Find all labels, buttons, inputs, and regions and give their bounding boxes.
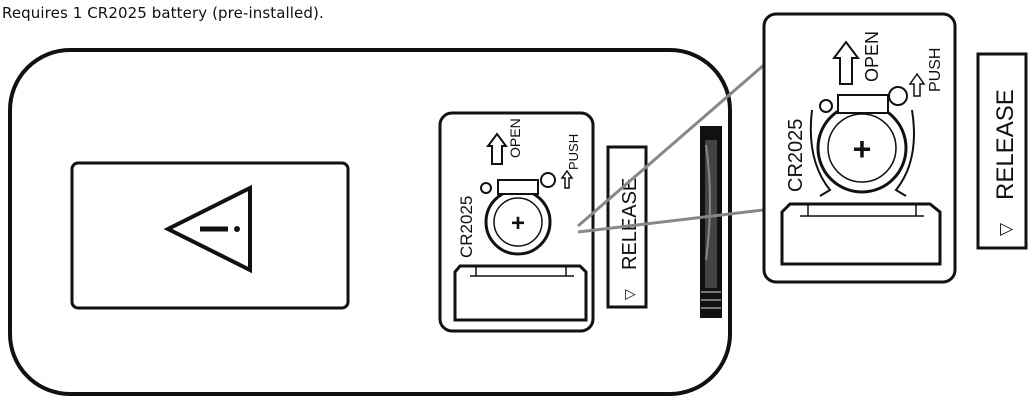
large-release-label: RELEASE ▽ <box>976 52 1028 250</box>
open-arrow-icon <box>486 132 508 165</box>
side-latch <box>700 126 722 318</box>
battery-label-large: CR2025 <box>785 119 807 192</box>
caption: Requires 1 CR2025 battery (pre-installed… <box>2 4 324 22</box>
push-arrow-icon-large <box>908 72 926 97</box>
open-label: OPEN <box>507 118 523 158</box>
push-label: PUSH <box>566 134 581 170</box>
release-label: RELEASE <box>619 178 641 270</box>
callout-line-top <box>577 56 773 228</box>
tray-tab <box>453 264 588 322</box>
release-arrow-icon: ▽ <box>622 289 638 300</box>
small-battery-panel: + CR2025 OPEN PUSH <box>438 111 595 333</box>
open-arrow-icon-large <box>832 40 860 85</box>
large-battery-panel: + CR2025 OPEN PUSH <box>762 12 957 284</box>
push-label-large: PUSH <box>927 48 944 92</box>
callout-line-bottom <box>577 206 781 234</box>
push-arrow-icon <box>560 169 574 189</box>
open-label-large: OPEN <box>862 31 882 82</box>
battery-plus-large: + <box>853 131 872 167</box>
tray-tab-large <box>780 202 942 266</box>
battery-label: CR2025 <box>457 196 476 258</box>
battery-plus: + <box>511 210 525 237</box>
release-arrow-icon-large: ▽ <box>996 222 1016 236</box>
release-label-large: RELEASE <box>992 89 1019 200</box>
warning-triangle-icon <box>163 184 252 274</box>
